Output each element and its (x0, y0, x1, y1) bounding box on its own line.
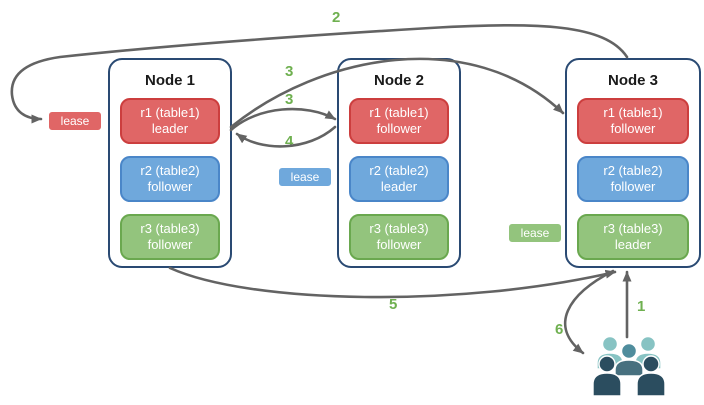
user-figure (636, 372, 666, 397)
user-figure (642, 355, 660, 373)
arrow-step-5 (168, 266, 617, 299)
step-label-2: 2 (332, 9, 341, 26)
arrow-step-3-to-node2 (229, 107, 337, 132)
node-2-title: Node 2 (373, 72, 424, 89)
node-1-title: Node 1 (144, 72, 195, 89)
replica-name: r2 (table2) (140, 162, 200, 178)
lease-badge-r3: lease (508, 223, 562, 243)
node-2: Node 2 r1 (table1) follower r2 (table2) … (337, 58, 461, 268)
step-label-4: 4 (285, 133, 294, 150)
lease-badge-r1: lease (48, 111, 102, 131)
step-label-5: 5 (389, 296, 398, 313)
user-figure (592, 372, 622, 397)
node-3-replica-r2: r2 (table2) follower (577, 156, 689, 202)
node-3-replica-r3: r3 (table3) leader (577, 214, 689, 260)
replica-role: leader (614, 237, 652, 252)
node-2-replica-r2: r2 (table2) leader (349, 156, 449, 202)
node-3-replica-r1: r1 (table1) follower (577, 98, 689, 144)
node-3-title: Node 3 (607, 72, 658, 89)
replica-role: follower (147, 179, 193, 194)
node-1-replica-r3: r3 (table3) follower (120, 214, 220, 260)
replica-name: r1 (table1) (603, 104, 663, 120)
step-label-1: 1 (637, 298, 646, 315)
lease-label: lease (60, 114, 90, 128)
replica-name: r3 (table3) (369, 220, 429, 236)
user-figure (614, 359, 644, 377)
lease-badge-r2: lease (278, 167, 332, 187)
user-figure (598, 355, 616, 373)
replica-name: r3 (table3) (140, 220, 200, 236)
users-icon (592, 335, 666, 397)
replica-role: follower (147, 237, 193, 252)
replica-role: follower (376, 237, 422, 252)
user-figure (639, 335, 657, 353)
arrow-step-2 (10, 24, 629, 124)
node-1: Node 1 r1 (table1) leader r2 (table2) fo… (108, 58, 232, 268)
replica-name: r1 (table1) (140, 104, 200, 120)
replica-name: r2 (table2) (603, 162, 663, 178)
user-figure (601, 335, 619, 353)
lease-label: lease (520, 226, 550, 240)
user-figure (620, 342, 638, 360)
step-label-6: 6 (555, 321, 564, 338)
replica-role: leader (380, 179, 418, 194)
step-label-3b: 3 (285, 91, 294, 108)
replica-name: r1 (table1) (369, 104, 429, 120)
step-label-3a: 3 (285, 63, 294, 80)
node-3: Node 3 r1 (table1) follower r2 (table2) … (565, 58, 701, 268)
replica-role: leader (151, 121, 189, 136)
lease-label: lease (290, 170, 320, 184)
replica-name: r2 (table2) (369, 162, 429, 178)
node-1-replica-r1: r1 (table1) leader (120, 98, 220, 144)
replica-role: follower (376, 121, 422, 136)
node-2-replica-r3: r3 (table3) follower (349, 214, 449, 260)
node-2-replica-r1: r1 (table1) follower (349, 98, 449, 144)
replica-name: r3 (table3) (603, 220, 663, 236)
replica-role: follower (610, 179, 656, 194)
replica-role: follower (610, 121, 656, 136)
node-1-replica-r2: r2 (table2) follower (120, 156, 220, 202)
